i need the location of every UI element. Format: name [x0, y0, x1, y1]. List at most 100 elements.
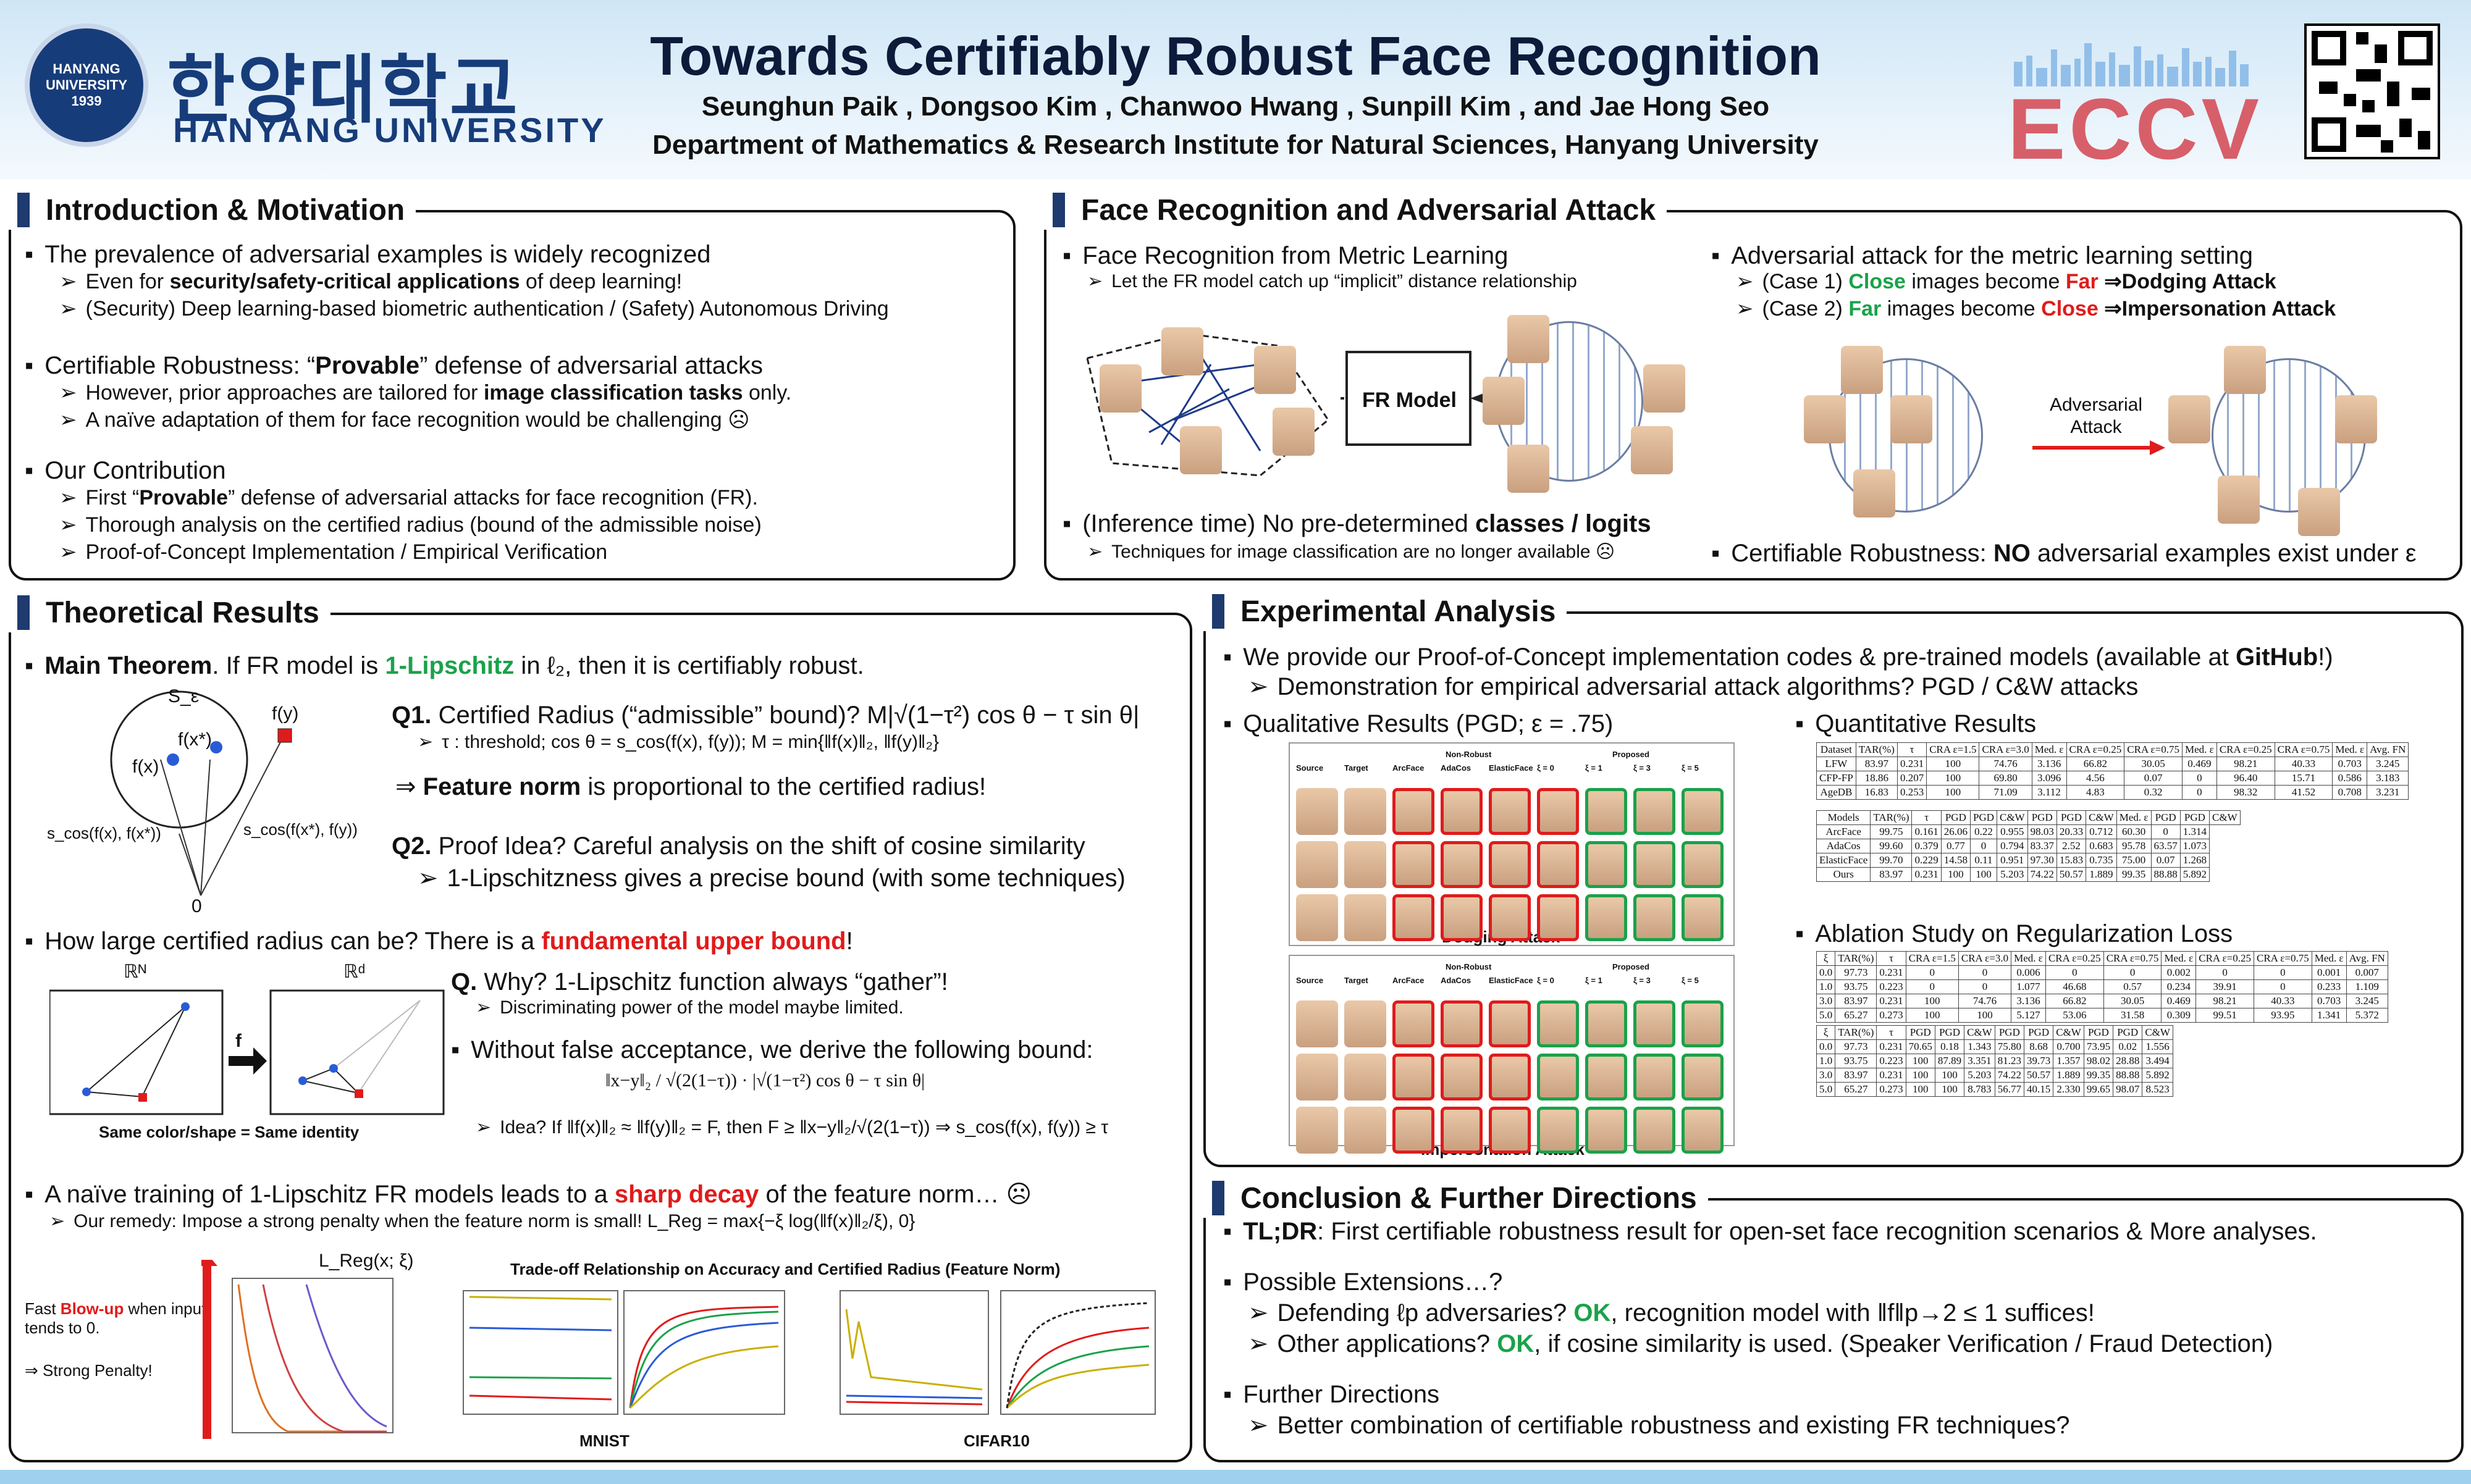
table-header-cell: τ — [1911, 810, 1942, 825]
table-cell: 0 — [2254, 979, 2312, 994]
table-cell: 0.77 — [1940, 839, 1971, 853]
footer-bar — [0, 1470, 2471, 1484]
table-cell: 93.75 — [1835, 979, 1877, 994]
table-cell: 8.68 — [2023, 1039, 2054, 1054]
table-cell: 99.51 — [2195, 1008, 2254, 1023]
table-header-cell: Dataset — [1816, 742, 1856, 757]
qual-face-cell — [1296, 894, 1338, 941]
fd: Further Directions — [1223, 1380, 1439, 1409]
intro-b1a: Even for security/safety-critical applic… — [59, 269, 683, 295]
label-scos1: s_cos(f(x), f(x*)) — [47, 824, 161, 842]
authors: Seunghun Paik , Dongsoo Kim , Chanwoo Hw… — [701, 91, 1770, 122]
q1b: ⇒ Feature norm is proportional to the ce… — [395, 773, 987, 800]
table-cell: 3.231 — [2367, 785, 2409, 800]
table-cell: 98.07 — [2113, 1082, 2143, 1097]
hanyang-seal-logo: HANYANG UNIVERSITY 1939 — [25, 23, 148, 147]
table-cell: 87.89 — [1934, 1054, 1965, 1068]
intro-b2: Certifiable Robustness: “Provable” defen… — [25, 351, 763, 380]
table-cell: 74.76 — [1979, 757, 2032, 771]
table-cell: 40.33 — [2254, 994, 2312, 1008]
table-cell: 31.58 — [2103, 1008, 2162, 1023]
table-cell: 0.231 — [1896, 757, 1927, 771]
table-cell: 99.65 — [2083, 1082, 2114, 1097]
table-cell: 3.245 — [2346, 994, 2388, 1008]
table-cell: 0 — [1905, 965, 1959, 980]
table-cell: 0 — [1958, 965, 2012, 980]
q1: Q1. Certified Radius (“admissible” bound… — [392, 702, 1140, 729]
qr-code[interactable] — [2304, 23, 2440, 159]
table-header-cell: PGD — [1994, 1025, 2024, 1040]
label-fx: f(x) — [132, 757, 159, 777]
table-cell: 75.00 — [2116, 853, 2152, 868]
table-cell: 16.83 — [1855, 785, 1898, 800]
qual-title: Qualitative Results (PGD; ε = .75) — [1223, 709, 1613, 739]
table-cell: 100 — [1969, 867, 1998, 882]
table-header-cell: PGD — [2023, 1025, 2054, 1040]
table-cell: 100 — [1926, 757, 1980, 771]
label-scos2: s_cos(f(x*), f(y)) — [243, 820, 358, 839]
mnist-label: MNIST — [579, 1432, 629, 1450]
qual-col-header: ElasticFace — [1489, 976, 1533, 985]
qual-face-cell — [1585, 1054, 1627, 1100]
table-header-cell: CRA ε=3.0 — [1958, 951, 2012, 966]
face-image — [2298, 488, 2340, 536]
table-cell: 74.76 — [1958, 994, 2012, 1008]
table-cell: 0.683 — [2086, 839, 2117, 853]
qual-face-cell — [1489, 1000, 1531, 1047]
fr-r1b: (Case 2) Far images become Close ⇒Impers… — [1736, 296, 2336, 322]
qwhy-a: Discriminating power of the model maybe … — [476, 997, 904, 1019]
table-cell: 100 — [1905, 1068, 1935, 1083]
table-header-cell: τ — [1896, 742, 1927, 757]
table-cell: 0.002 — [2161, 965, 2197, 980]
table-header-cell: TAR(%) — [1835, 1025, 1877, 1040]
table-cell: 0.794 — [1997, 839, 2028, 853]
table-cell: 1.109 — [2346, 979, 2388, 994]
table-cell: 0.02 — [2113, 1039, 2143, 1054]
section-bar — [1212, 1181, 1224, 1215]
table-cell: 0 — [2182, 785, 2217, 800]
table-header-cell: Models — [1816, 810, 1871, 825]
table-cell: 0.469 — [2182, 757, 2217, 771]
table-cell: 83.97 — [1835, 1068, 1877, 1083]
exp-e1a: Demonstration for empirical adversarial … — [1248, 672, 2139, 702]
lipschitz-diagram — [49, 989, 445, 1115]
idea: Idea? If ‖f(x)‖₂ ≈ ‖f(y)‖₂ = F, then F ≥… — [476, 1117, 1108, 1139]
table-header-cell: PGD — [1934, 1025, 1965, 1040]
q2: Q2. Proof Idea? Careful analysis on the … — [392, 832, 1085, 860]
affiliation: Department of Mathematics & Research Ins… — [652, 130, 1819, 160]
table-header-cell: CRA ε=0.75 — [2254, 951, 2312, 966]
table-cell: 5.127 — [2011, 1008, 2046, 1023]
qual-face-cell — [1682, 894, 1724, 941]
face-image — [2168, 395, 2210, 443]
ext-b: Other applications? OK, if cosine simila… — [1248, 1329, 2273, 1359]
qual-face-cell — [1441, 1054, 1483, 1100]
table-header-cell: C&W — [2086, 810, 2117, 825]
table-header-cell: CRA ε=0.75 — [2103, 951, 2162, 966]
table-cell: 0.001 — [2311, 965, 2347, 980]
table-cell: 3.0 — [1816, 1068, 1836, 1083]
table-cell: 18.86 — [1855, 771, 1898, 786]
tldr: TL;DR: First certifiable robustness resu… — [1223, 1217, 2317, 1246]
table-cell: 0 — [2182, 771, 2217, 786]
section-bar — [17, 595, 30, 630]
table-header-cell: PGD — [2056, 810, 2087, 825]
qual-col-header: ξ = 0 — [1537, 763, 1554, 773]
table-header-cell: CRA ε=1.5 — [1905, 951, 1959, 966]
table-header-cell: PGD — [2179, 810, 2210, 825]
table-cell: 88.88 — [2150, 867, 2181, 882]
table-cell: 100 — [1905, 1054, 1935, 1068]
nonrobust-label: Non-Robust — [1446, 750, 1492, 759]
table-cell: 98.21 — [2216, 757, 2275, 771]
fr-l1: Face Recognition from Metric Learning — [1063, 241, 1508, 270]
intro-section-title: Introduction & Motivation — [9, 190, 416, 230]
qual-face-cell — [1537, 894, 1579, 941]
qual-face-cell — [1585, 1000, 1627, 1047]
qual-col-header: ξ = 5 — [1682, 976, 1699, 985]
qual-face-cell — [1682, 788, 1724, 835]
table-cell: 5.203 — [1997, 867, 2028, 882]
table-header-cell: τ — [1876, 951, 1906, 966]
fr-title-text: Face Recognition and Adversarial Attack — [1081, 193, 1656, 227]
table-cell: 100 — [1958, 1008, 2012, 1023]
